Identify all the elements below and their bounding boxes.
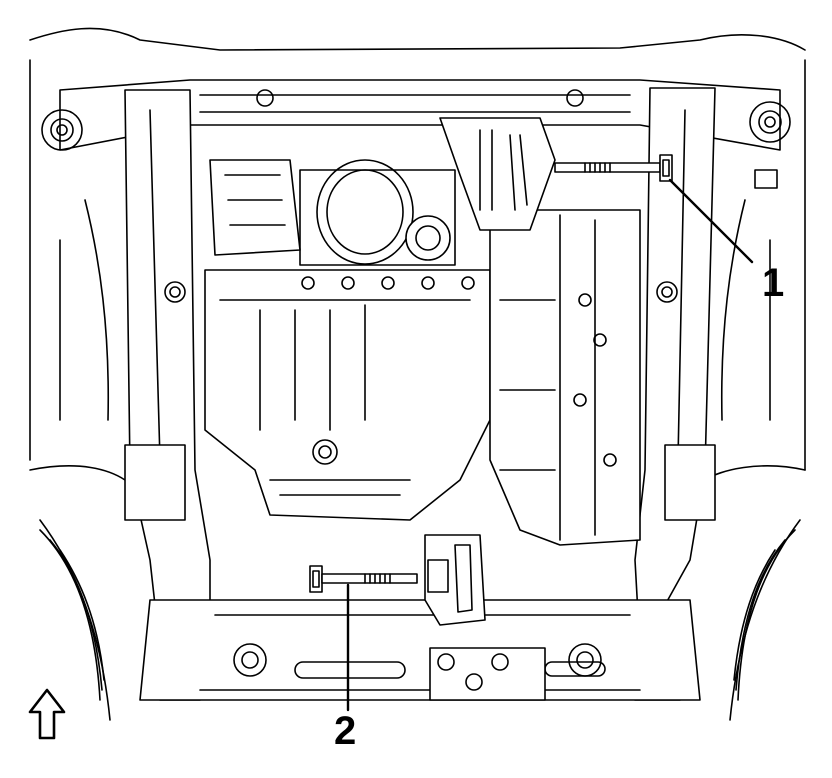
rear-subframe <box>139 599 701 701</box>
callout-label-2: 2 <box>334 709 356 753</box>
callout-label-1: 1 <box>762 261 784 305</box>
left-wheel-well <box>39 199 110 701</box>
throttle-body <box>209 159 456 266</box>
lower-mount-bracket <box>424 534 486 626</box>
leader-line-1 <box>668 178 754 264</box>
body-outline <box>29 27 806 721</box>
left-frame-rail <box>124 89 211 701</box>
transmission-case <box>489 209 641 546</box>
right-wheel-well <box>720 169 796 701</box>
upper-mount-bracket <box>439 117 556 231</box>
up-arrow-icon <box>28 688 66 740</box>
bolt-1 <box>554 154 673 182</box>
bolt-2 <box>309 565 418 593</box>
callout-leaders <box>346 178 754 712</box>
oil-pan <box>204 269 491 521</box>
front-crossmember <box>41 79 791 151</box>
